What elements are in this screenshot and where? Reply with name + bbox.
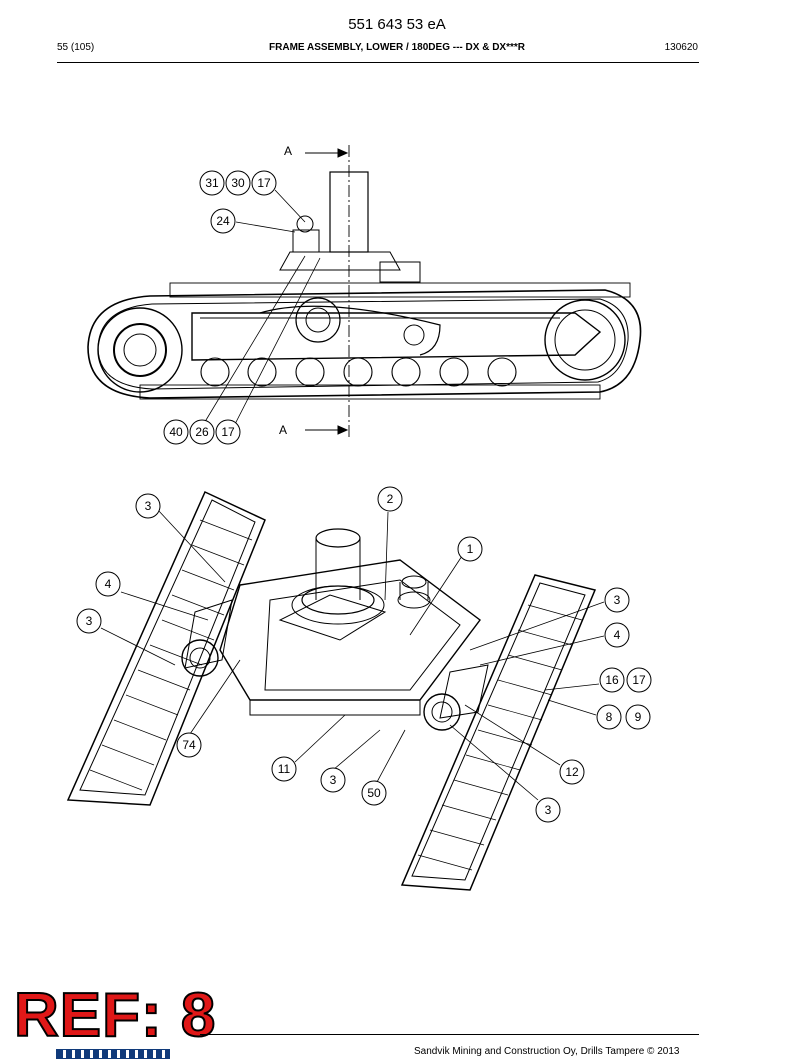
callout-30: 30 xyxy=(225,170,251,196)
callout-4-a: 4 xyxy=(95,571,121,597)
svg-text:17: 17 xyxy=(632,673,646,687)
svg-text:1: 1 xyxy=(467,542,474,556)
header-rule xyxy=(57,62,699,63)
callout-17-iso: 17 xyxy=(626,667,652,693)
svg-text:3: 3 xyxy=(330,773,337,787)
svg-text:3: 3 xyxy=(545,803,552,817)
callout-3-a: 3 xyxy=(135,493,161,519)
callout-26: 26 xyxy=(189,419,215,445)
svg-text:4: 4 xyxy=(614,628,621,642)
svg-text:3: 3 xyxy=(86,614,93,628)
callout-17: 17 xyxy=(251,170,277,196)
svg-text:4: 4 xyxy=(105,577,112,591)
track-links-top xyxy=(169,282,631,298)
callout-16: 16 xyxy=(599,667,625,693)
callout-1: 1 xyxy=(457,536,483,562)
drive-sprocket xyxy=(97,307,183,393)
isometric-view-drawing xyxy=(66,490,605,891)
svg-text:24: 24 xyxy=(216,214,230,228)
callout-9: 9 xyxy=(625,704,651,730)
callout-11: 11 xyxy=(271,756,297,782)
callout-3-b: 3 xyxy=(604,587,630,613)
side-view-drawing xyxy=(87,145,642,440)
brand-logo-icon xyxy=(56,1049,170,1059)
callout-50: 50 xyxy=(361,780,387,806)
callout-12: 12 xyxy=(559,759,585,785)
svg-text:3: 3 xyxy=(614,593,621,607)
left-track-shoes xyxy=(89,519,253,791)
svg-text:12: 12 xyxy=(565,765,579,779)
drive-motor-left xyxy=(181,599,233,677)
svg-text:50: 50 xyxy=(367,786,381,800)
drive-motor-right xyxy=(423,664,489,731)
callout-24: 24 xyxy=(210,208,236,234)
svg-text:11: 11 xyxy=(278,762,291,776)
callout-2: 2 xyxy=(377,486,403,512)
date-code: 130620 xyxy=(664,42,698,53)
svg-text:31: 31 xyxy=(205,176,219,190)
callout-17-lower: 17 xyxy=(215,419,241,445)
callout-4-b: 4 xyxy=(604,622,630,648)
svg-text:8: 8 xyxy=(606,710,613,724)
svg-text:17: 17 xyxy=(257,176,271,190)
iso-view-callouts: 3 2 1 4 3 3 4 16 17 8 9 74 11 12 3 50 3 xyxy=(76,486,652,823)
svg-text:40: 40 xyxy=(169,425,183,439)
callout-40: 40 xyxy=(163,419,189,445)
page-number: 55 (105) xyxy=(57,42,95,53)
side-view-callouts: 31 30 17 24 40 26 17 xyxy=(163,170,277,445)
page-title: FRAME ASSEMBLY, LOWER / 180DEG --- DX & … xyxy=(269,42,525,53)
callout-31: 31 xyxy=(199,170,225,196)
svg-text:2: 2 xyxy=(387,492,394,506)
document-number: 551 643 53 eA xyxy=(348,16,446,33)
section-label-top: A xyxy=(284,144,292,158)
svg-text:16: 16 xyxy=(605,673,619,687)
ref-stamp: REF: 8 xyxy=(13,981,217,1050)
svg-text:3: 3 xyxy=(145,499,152,513)
callout-3-c: 3 xyxy=(76,608,102,634)
track-rollers xyxy=(200,357,517,387)
callout-8: 8 xyxy=(596,704,622,730)
callout-74: 74 xyxy=(176,732,202,758)
right-track-shoes xyxy=(417,604,583,871)
callout-3-d: 3 xyxy=(320,767,346,793)
svg-text:17: 17 xyxy=(221,425,235,439)
callout-3-e: 3 xyxy=(535,797,561,823)
section-label-bottom: A xyxy=(279,423,287,437)
footer-copyright: Sandvik Mining and Construction Oy, Dril… xyxy=(414,1046,680,1057)
svg-text:74: 74 xyxy=(182,738,196,752)
footer-rule xyxy=(200,1034,699,1035)
front-idler xyxy=(544,299,626,381)
svg-text:26: 26 xyxy=(195,425,209,439)
svg-text:30: 30 xyxy=(231,176,245,190)
svg-text:9: 9 xyxy=(635,710,642,724)
